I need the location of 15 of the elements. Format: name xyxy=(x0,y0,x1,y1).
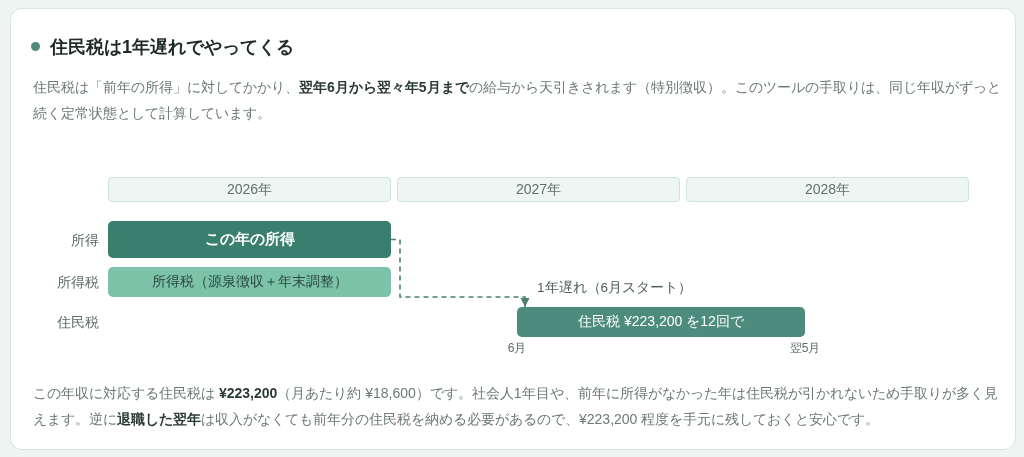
month-label: 6月 xyxy=(507,340,527,356)
year-header: 2027年 xyxy=(397,177,680,202)
row-label: 所得税 xyxy=(56,273,99,292)
intro-paragraph: 住民税は「前年の所得」に対してかかり、翌年6月から翌々年5月までの給与から天引きされます（特別徴収）。このツールの手取りは、同じ年収がずっと続く定常状態として計算しています。 xyxy=(33,78,1002,123)
row-label: 住民税 xyxy=(56,313,99,332)
income-tax-bar: 所得税（源泉徴収＋年末調整） xyxy=(108,267,391,297)
dashed-arrow xyxy=(390,238,530,308)
note-paragraph: この年収に対応する住民税は ¥223,200（月あたり約 ¥18,600）です。社会人1年目や、前年に所得がなかった年は住民税が引かれないため手取りが多く見えます。逆に退職した翌年は収入がなくても前年分の住民税を納める必要があるので、¥223,200 程度を手元に残しておくと安心です。 xyxy=(33,384,999,429)
year-header: 2026年 xyxy=(108,177,391,202)
resident-tax-bar: 住民税 ¥223,200 を12回で xyxy=(517,307,805,337)
section-title: 住民税は1年遅れでやってくる xyxy=(50,36,294,59)
year-header: 2028年 xyxy=(686,177,969,202)
income-bar: この年の所得 xyxy=(108,221,391,258)
row-label: 所得 xyxy=(70,231,99,250)
month-label: 翌5月 xyxy=(789,340,821,356)
